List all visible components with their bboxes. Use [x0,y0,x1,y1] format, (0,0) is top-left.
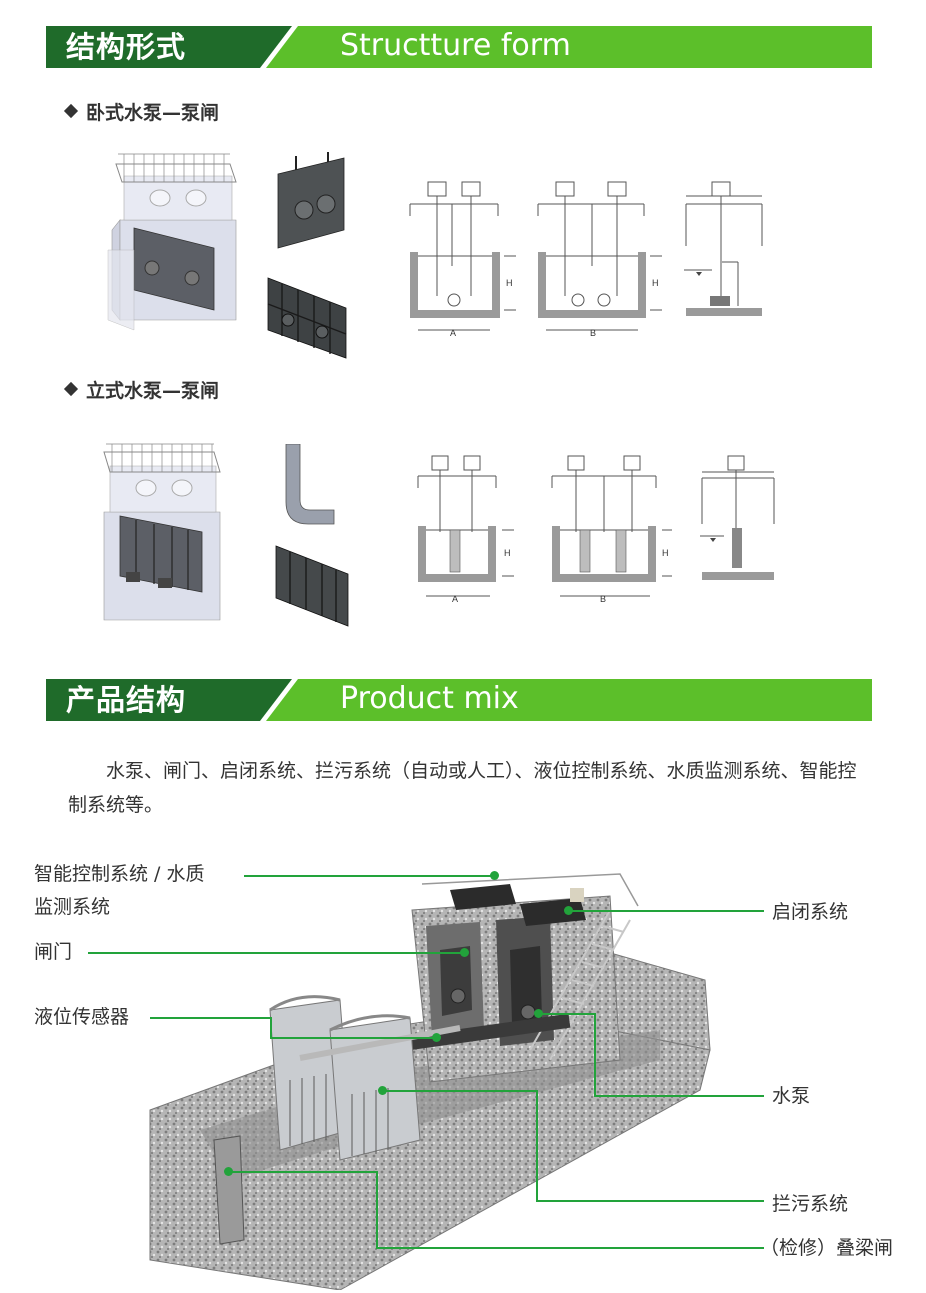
horizontal-drawing-a: A H [409,181,516,338]
connector-trash-c [536,1200,764,1202]
label-stoplog-gate: （检修）叠梁闸 [760,1237,894,1259]
vertical-drawing-side [700,455,775,580]
label-level-sensor: 液位传感器 [34,1006,130,1028]
diamond-bullet-icon [63,103,79,119]
label-hoist-system: 启闭系统 [772,901,849,923]
dim-label-a: A [450,328,456,338]
section-title-cn: 产品结构 [66,683,187,717]
dim-label-b: B [590,328,596,338]
vertical-pump-pipe [285,444,335,525]
section-title-cn: 结构形式 [66,30,187,64]
vertical-pump-3d-model [103,443,221,621]
section-title-en: Product mix [340,681,519,716]
horizontal-pump-3d-model [107,153,237,331]
connector-dot [534,1009,543,1018]
dim-label-b: B [600,594,606,604]
connector-level-b [270,1017,272,1039]
connector-hoist [568,910,764,912]
horizontal-gate-plate-front [277,152,345,249]
label-control-system: 智能控制系统 / 水质 [34,863,205,885]
connector-stoplog-a [228,1171,378,1173]
pump-station-illustration [149,873,711,1290]
dim-label-h: H [504,548,511,558]
subheading-horizontal: 卧式水泵—泵闸 [63,98,220,125]
connector-dot [490,871,499,880]
label-control-system-2: 监测系统 [34,896,111,918]
label-gate: 闸门 [34,941,73,963]
connector-pump-b [594,1013,596,1097]
connector-dot [460,948,469,957]
label-trash-system: 拦污系统 [772,1193,849,1215]
subheading-vertical: 立式水泵—泵闸 [63,376,220,403]
vertical-drawing-a: A H [417,455,514,604]
vertical-drawing-b: B H [551,455,672,604]
connector-pump-a [538,1013,596,1015]
connector-stoplog-c [376,1247,764,1249]
horizontal-drawing-side [684,181,763,316]
dim-label-h: H [652,278,659,288]
connector-control [244,875,498,877]
horizontal-gate-plate-back [267,277,347,359]
connector-dot [224,1167,233,1176]
connector-gate [88,952,464,954]
connector-dot [378,1086,387,1095]
section-banner-product: 产品结构 Product mix [46,679,872,721]
horizontal-drawing-b: B H [537,181,662,338]
connector-pump-c [594,1095,764,1097]
product-description: 水泵、闸门、启闭系统、拦污系统（自动或人工）、液位控制系统、水质监测系统、智能控… [68,760,857,816]
dim-label-h: H [506,278,513,288]
connector-level-c [270,1037,436,1039]
dim-label-h: H [662,548,669,558]
connector-level-a [150,1017,272,1019]
connector-stoplog-b [376,1171,378,1249]
section-banner-structure: 结构形式 Structture form [46,26,872,68]
dim-label-a: A [452,594,458,604]
diamond-bullet-icon [63,381,79,397]
connector-trash-a [382,1090,538,1092]
vertical-gate-plate [275,545,349,627]
connector-trash-b [536,1090,538,1202]
connector-dot [564,906,573,915]
subheading-text: 卧式水泵—泵闸 [86,102,220,124]
connector-dot [432,1033,441,1042]
banner-background [46,26,872,68]
subheading-text: 立式水泵—泵闸 [86,380,220,402]
label-pump: 水泵 [772,1085,811,1107]
banner-background [46,679,872,721]
section-title-en: Structture form [340,28,571,63]
